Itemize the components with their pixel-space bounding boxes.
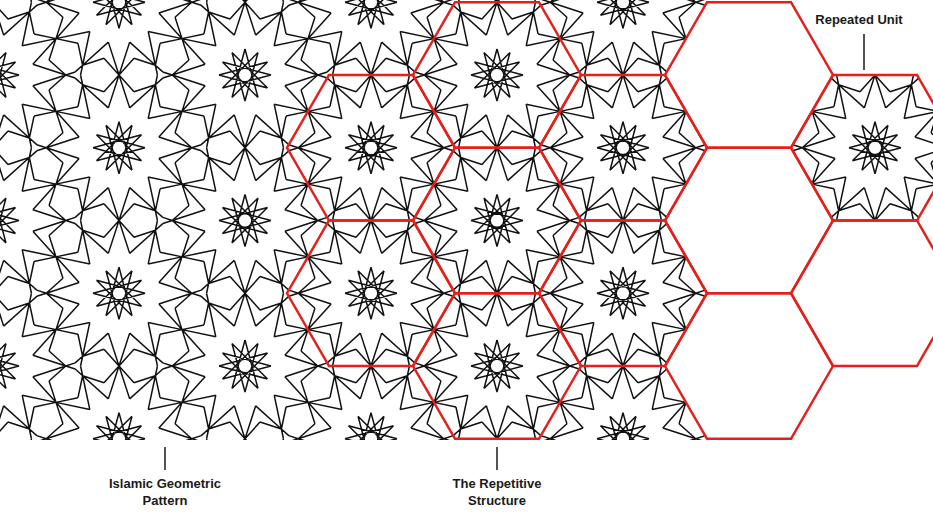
- hexagon-cell: [413, 148, 581, 294]
- hexagon-cell: [413, 293, 581, 439]
- caption-label: Islamic Geometric Pattern: [95, 476, 235, 510]
- hexagon-cell: [665, 293, 833, 439]
- hexagon-grid: [287, 2, 933, 439]
- caption-label: The Repetitive Structure: [437, 476, 557, 510]
- hexagon-cell: [791, 221, 933, 367]
- leader-line: [496, 447, 498, 470]
- hexagon-cell: [539, 221, 707, 367]
- hexagon-cell: [539, 75, 707, 221]
- leader-line: [863, 34, 865, 70]
- hexagon-cell: [287, 221, 455, 367]
- caption-label: Repeated Unit: [789, 12, 929, 29]
- hexagon-cell: [791, 75, 933, 221]
- geometric-pattern: [0, 0, 933, 440]
- hexagon-cell: [665, 2, 833, 148]
- hexagon-cell: [413, 2, 581, 148]
- hexagon-cell: [665, 148, 833, 294]
- leader-line: [164, 447, 166, 470]
- hexagon-cell: [287, 75, 455, 221]
- leader-lines: [165, 34, 864, 470]
